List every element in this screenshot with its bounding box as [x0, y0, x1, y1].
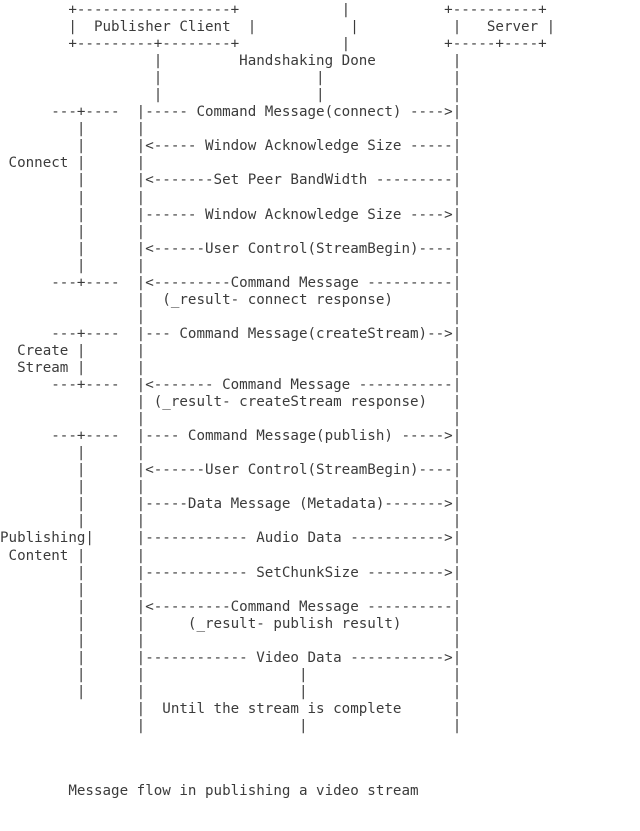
diagram-caption: Message flow in publishing a video strea… [0, 783, 419, 799]
sequence-diagram-ascii-art: +------------------+ | +----------+ | Pu… [0, 2, 556, 734]
